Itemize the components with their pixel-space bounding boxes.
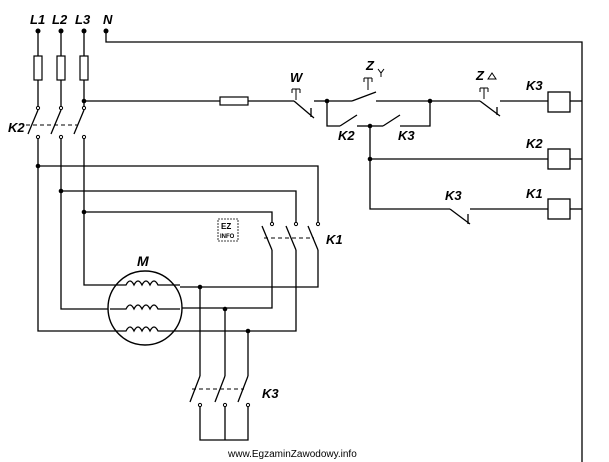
motor <box>107 270 183 346</box>
label-k1-main: K1 <box>326 232 343 247</box>
k2-main-blade-l2 <box>50 109 62 135</box>
k3-contact-bot-2 <box>222 402 228 408</box>
label-zy: Z <box>365 58 375 73</box>
motor-winding-3 <box>110 326 180 333</box>
k1-contact-top-1 <box>269 221 275 227</box>
k2-contact-bot-l2 <box>58 134 64 140</box>
watermark-text: www.EgzaminZawodowy.info <box>228 449 357 460</box>
k2-contact-bot-l3 <box>81 134 87 140</box>
k2-contact-top-l2 <box>58 105 64 111</box>
k1-out-2 <box>180 250 297 332</box>
label-m: M <box>137 253 149 269</box>
k2-contact-blade <box>339 114 358 127</box>
motor-winding-2 <box>110 304 180 311</box>
label-n: N <box>103 12 113 27</box>
k1-coil-wire-left <box>369 159 450 210</box>
neutral-wire <box>105 31 583 462</box>
watermark-logo-line2: INFO <box>220 234 235 240</box>
k3-contact-bot-3 <box>245 402 251 408</box>
w-button-stem <box>291 88 301 100</box>
label-k2-main: K2 <box>8 120 25 135</box>
label-zd: Z <box>475 68 485 83</box>
label-k3-contact: K3 <box>398 128 415 143</box>
fuse-control <box>219 96 249 106</box>
zd-button-stem <box>479 87 489 99</box>
wire-w-down <box>83 139 110 286</box>
label-w: W <box>290 70 304 85</box>
coil-k1 <box>547 198 571 220</box>
label-k3-coil: K3 <box>526 78 543 93</box>
label-k3-nc: K3 <box>445 188 462 203</box>
k2-parallel-branch <box>326 101 340 127</box>
label-l3: L3 <box>75 12 91 27</box>
zy-button-stem <box>363 77 373 90</box>
label-l1: L1 <box>30 12 45 27</box>
zy-star-symbol <box>377 68 385 77</box>
k2-coil-wire <box>369 126 548 160</box>
wire-u-down <box>37 139 110 332</box>
coil-k3 <box>547 91 571 113</box>
fuse-l2 <box>56 55 66 81</box>
zd-delta-symbol <box>487 72 497 80</box>
fuse-l1 <box>33 55 43 81</box>
wire-v-down <box>60 139 110 310</box>
k1-out-1 <box>180 250 273 309</box>
watermark-logo: EZ INFO <box>217 218 239 242</box>
label-k2-contact: K2 <box>338 128 355 143</box>
label-k1-coil: K1 <box>526 186 543 201</box>
k3-contact-bot-1 <box>197 402 203 408</box>
wire-l3-to-k1 <box>84 211 273 222</box>
label-k3-main: K3 <box>262 386 279 401</box>
k3-contact-blade <box>382 114 401 127</box>
k3-star-point <box>199 407 249 441</box>
coil-k2 <box>547 148 571 170</box>
k3-wire-right <box>400 101 431 127</box>
wire-l2-to-k1 <box>61 190 297 222</box>
wire-l1-to-k1 <box>38 165 319 222</box>
k2-contact-bot-l1 <box>35 134 41 140</box>
motor-winding-1 <box>110 280 180 287</box>
label-k2-coil: K2 <box>526 136 543 151</box>
k2-main-blade-l3 <box>73 109 85 135</box>
k1-contact-top-2 <box>293 221 299 227</box>
k1-contact-top-3 <box>315 221 321 227</box>
k3-nc-contact <box>449 208 471 225</box>
k2-contact-top-l3 <box>81 105 87 111</box>
k1-out-3 <box>180 250 319 288</box>
watermark-logo-line1: EZ <box>221 222 231 231</box>
label-l2: L2 <box>52 12 68 27</box>
zy-contact <box>351 91 377 102</box>
fuse-l3 <box>79 55 89 81</box>
k2-main-blade-l1 <box>27 109 39 135</box>
k2-contact-top-l1 <box>35 105 41 111</box>
k1-main-blade-2 <box>285 225 297 251</box>
